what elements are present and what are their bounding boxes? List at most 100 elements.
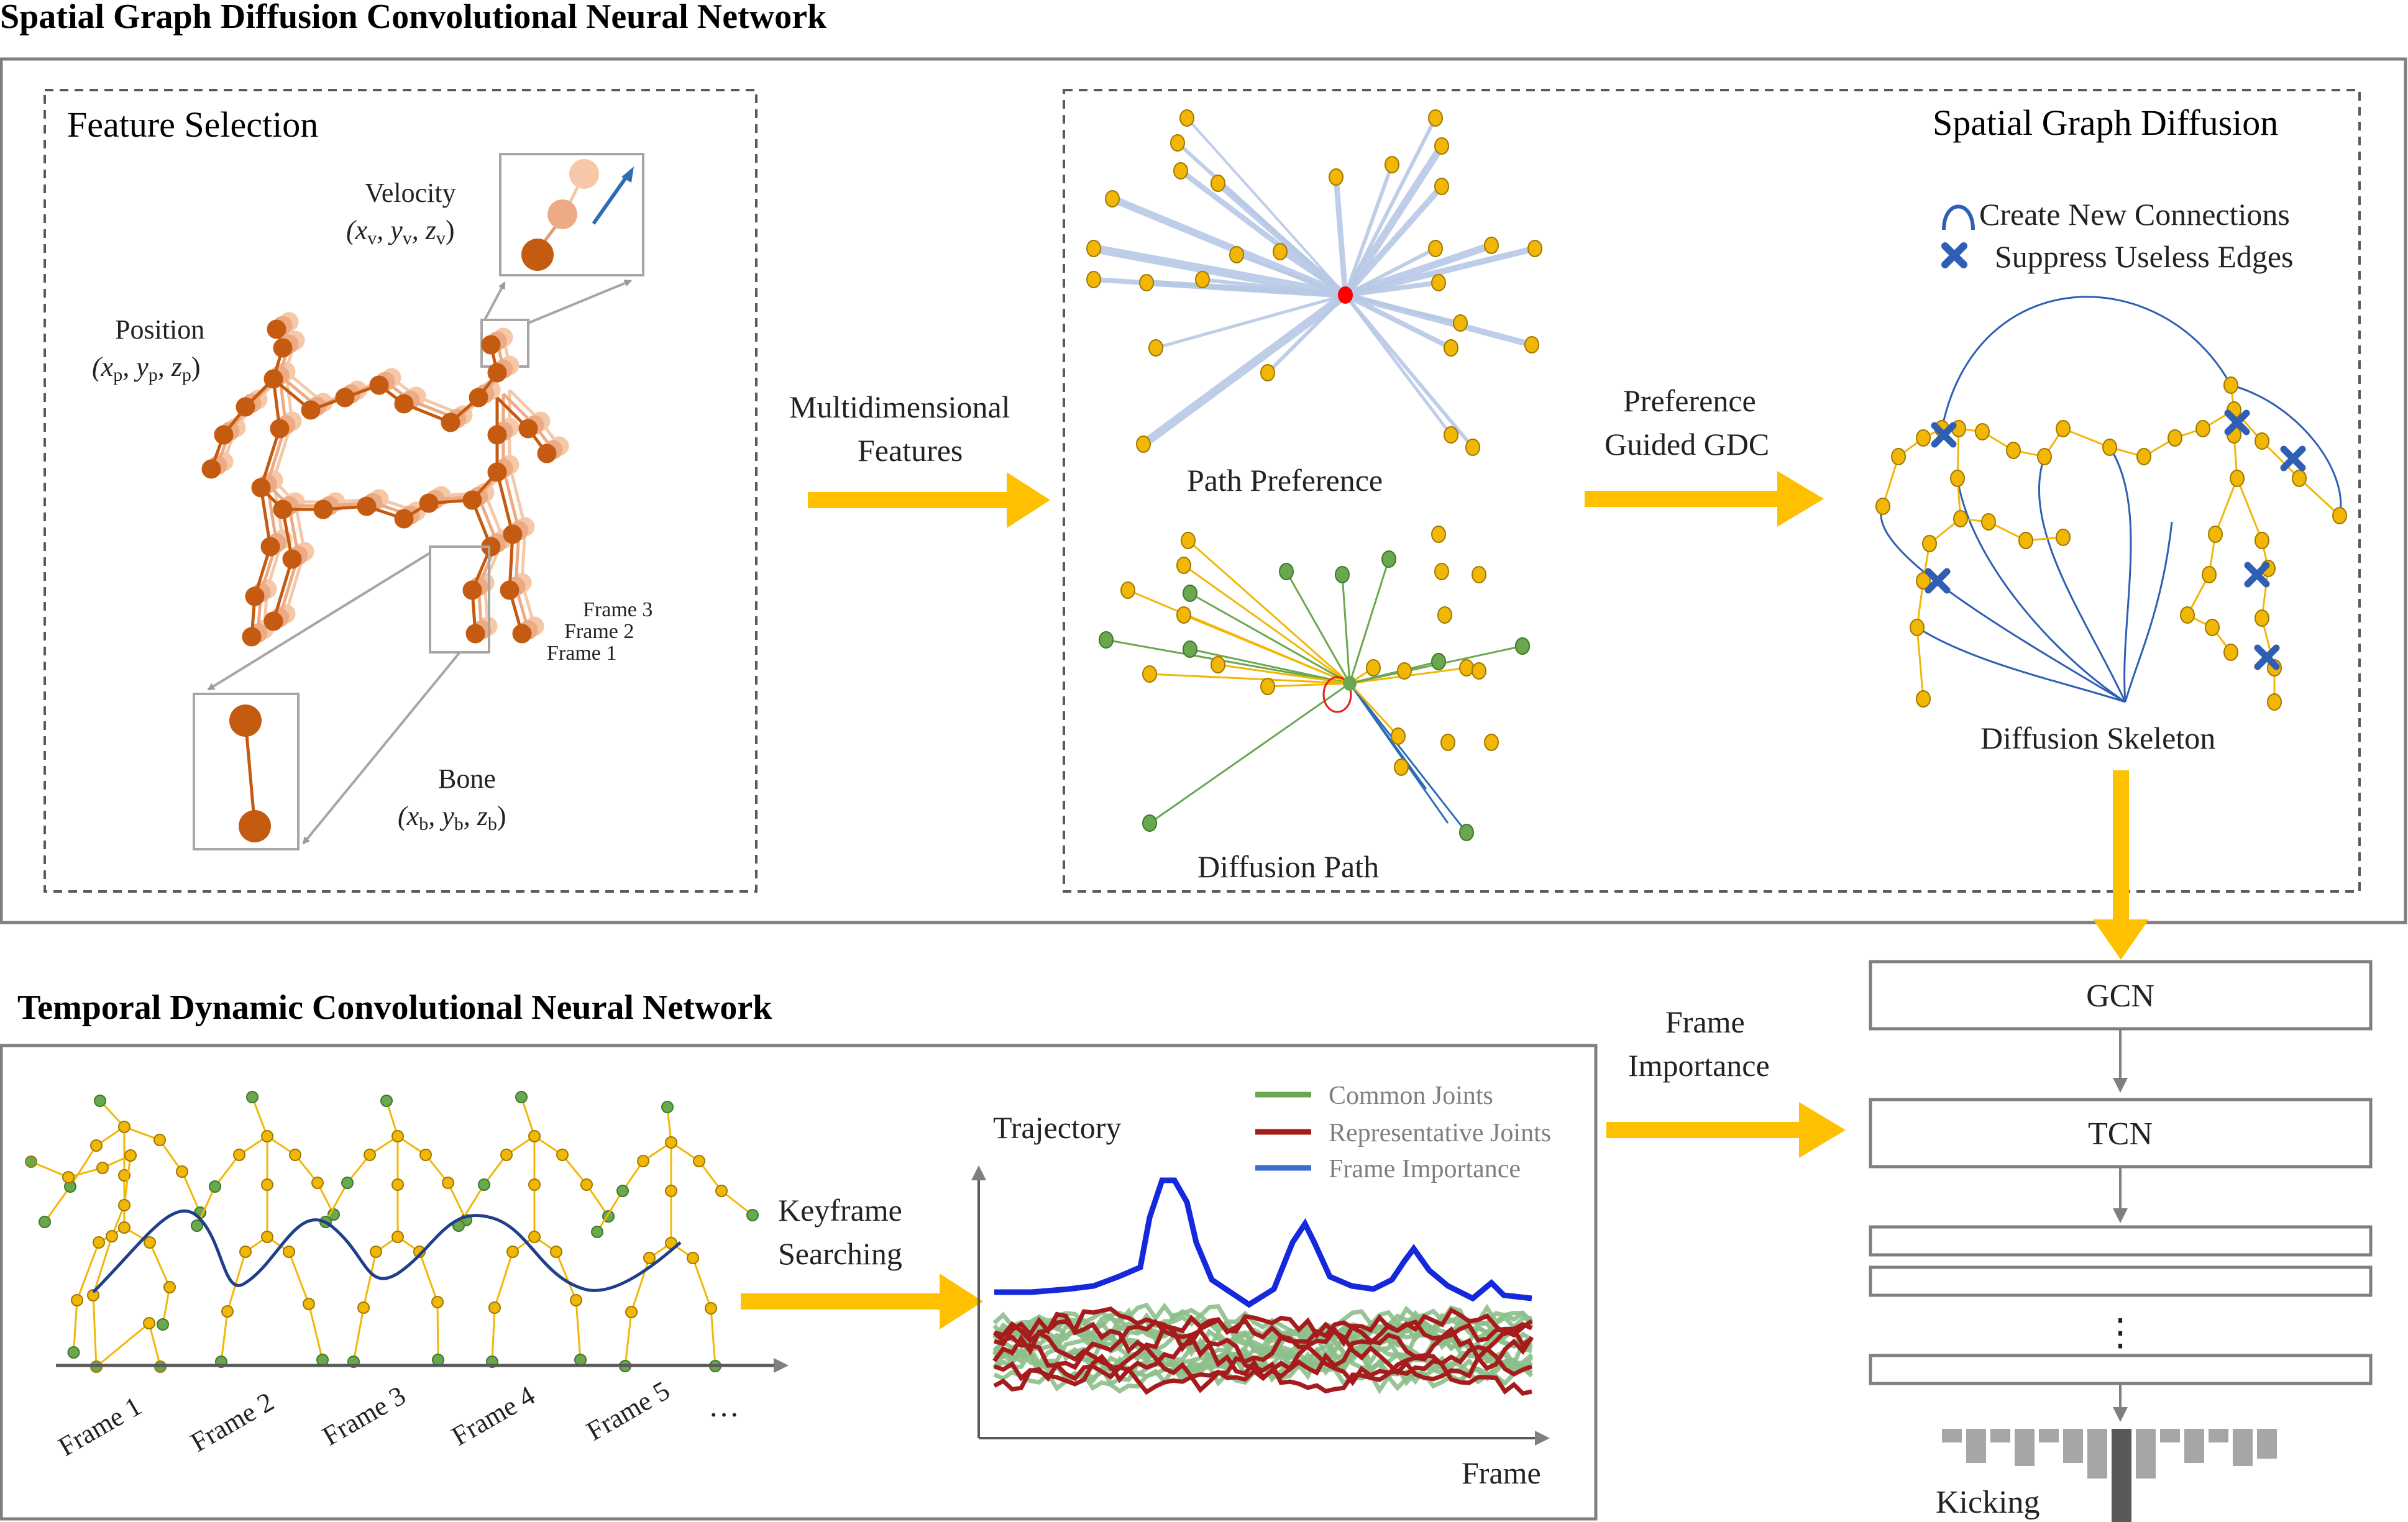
joint [341,1177,354,1189]
fc-layer-3 [1869,1354,2373,1385]
trajectory-legend: Common Joints Representative Joints Fram… [1255,1082,1551,1183]
graph-node [1273,243,1288,260]
output-bar [2136,1429,2156,1479]
joint [580,1178,593,1191]
temporal-outer-box [0,1044,1598,1521]
graph-node [1176,606,1191,624]
joint [39,1216,51,1228]
skeleton-joint [1916,429,1931,447]
joint [413,1246,426,1258]
output-bar [2039,1429,2059,1442]
position-formula: (xp, yp, zp) [92,352,201,385]
temporal-skeleton-partial [25,1149,167,1373]
velocity-joint-3 [569,159,599,189]
path-preference-graph [1086,109,1542,456]
graph-node [1136,435,1151,453]
joint [303,1298,315,1310]
output-class-label: Kicking [1936,1485,2040,1520]
graph-node [1195,271,1210,288]
new-connection-edge [2230,384,2342,516]
joint [570,1294,582,1306]
output-bar [2087,1429,2107,1479]
graph-node [1183,640,1197,658]
diffusion-skeleton-graph [1875,296,2347,711]
skeleton-joint [2136,448,2151,465]
skeleton-joint [2292,470,2307,487]
skeleton-joint [2255,532,2269,549]
preference-edge [1343,293,1453,350]
spatial-outer-box [0,57,2407,924]
diffusion-path-graph [1099,526,1530,841]
preference-edge [1278,250,1347,297]
graph-node [1142,665,1157,683]
bone-joint-top [229,704,262,737]
representative-joint-trajectory [992,1314,1534,1382]
joint [442,1177,454,1189]
representative-joint-trajectory [993,1320,1532,1396]
graph-node [1431,274,1446,291]
joint [25,1155,37,1168]
joint [625,1306,638,1318]
tcn-block [1869,1098,2373,1169]
diffusion-path-label: Diffusion Path [1197,849,1379,884]
new-connection-edge [2108,447,2132,703]
diffusion-legend: Create New Connections Suppress Useless … [1941,197,2294,274]
skeleton-joint [2056,529,2071,546]
joint [71,1294,83,1306]
graph-node [1211,175,1225,192]
graph-node [1086,271,1101,288]
preference-edge [1342,142,1445,299]
tcn-label: TCN [2088,1116,2153,1152]
joint [687,1252,699,1264]
joint [746,1209,759,1221]
joint [419,1149,432,1161]
gcn-label: GCN [2086,978,2154,1014]
skeleton-joint [2202,566,2217,583]
graph-node [1472,662,1486,680]
joint [357,1301,370,1314]
skeleton-to-gcn-arrow [2093,770,2149,960]
joint [94,1095,106,1107]
diffusion-edge [1183,564,1350,685]
feature-selection-panel: Feature Selection Velocity (xv, yv, zv) … [43,89,758,893]
graph-node [1428,240,1443,257]
preference-edge [1089,244,1350,299]
joint [163,1281,176,1293]
preference-edge [1186,117,1347,296]
skeleton-joint [1891,448,1906,465]
diffusion-edge [1348,682,1399,737]
graph-node [1139,274,1154,291]
graph-node [1260,678,1275,695]
graph-node [1472,566,1486,583]
graph-node [1515,637,1530,655]
frame-importance-trajectory [994,1177,1532,1308]
graph-node [1527,240,1542,257]
graph-node [1086,240,1101,257]
graph-node [1335,566,1350,583]
suppress-cross-icon [1941,242,1967,268]
graph-node [1211,656,1225,673]
preference-edge [1342,292,1535,348]
skeleton-joint [2332,507,2347,524]
graph-node [1099,631,1114,649]
joint [431,1296,444,1308]
skeleton-joint [1916,690,1931,708]
arrow1-label-line2: Features [858,433,963,468]
suppress-cross-icon [2244,562,2270,588]
velocity-label: Velocity [365,178,456,208]
joint [556,1149,569,1161]
graph-node [1279,563,1294,580]
diffusion-edge [1348,683,1468,833]
joint [643,1252,656,1264]
graph-node [1176,557,1191,574]
frame-label-1: Frame 1 [53,1391,147,1462]
graph-node [1444,426,1458,444]
joint [93,1236,105,1249]
skeleton-joint [1916,572,1931,590]
skeleton-edge [1960,517,2064,542]
output-bar [2160,1429,2180,1442]
skeleton-joint [2006,442,2021,459]
skeleton-joint [2168,429,2182,447]
graph-node [1431,653,1446,670]
diffusion-edge [1106,639,1350,685]
